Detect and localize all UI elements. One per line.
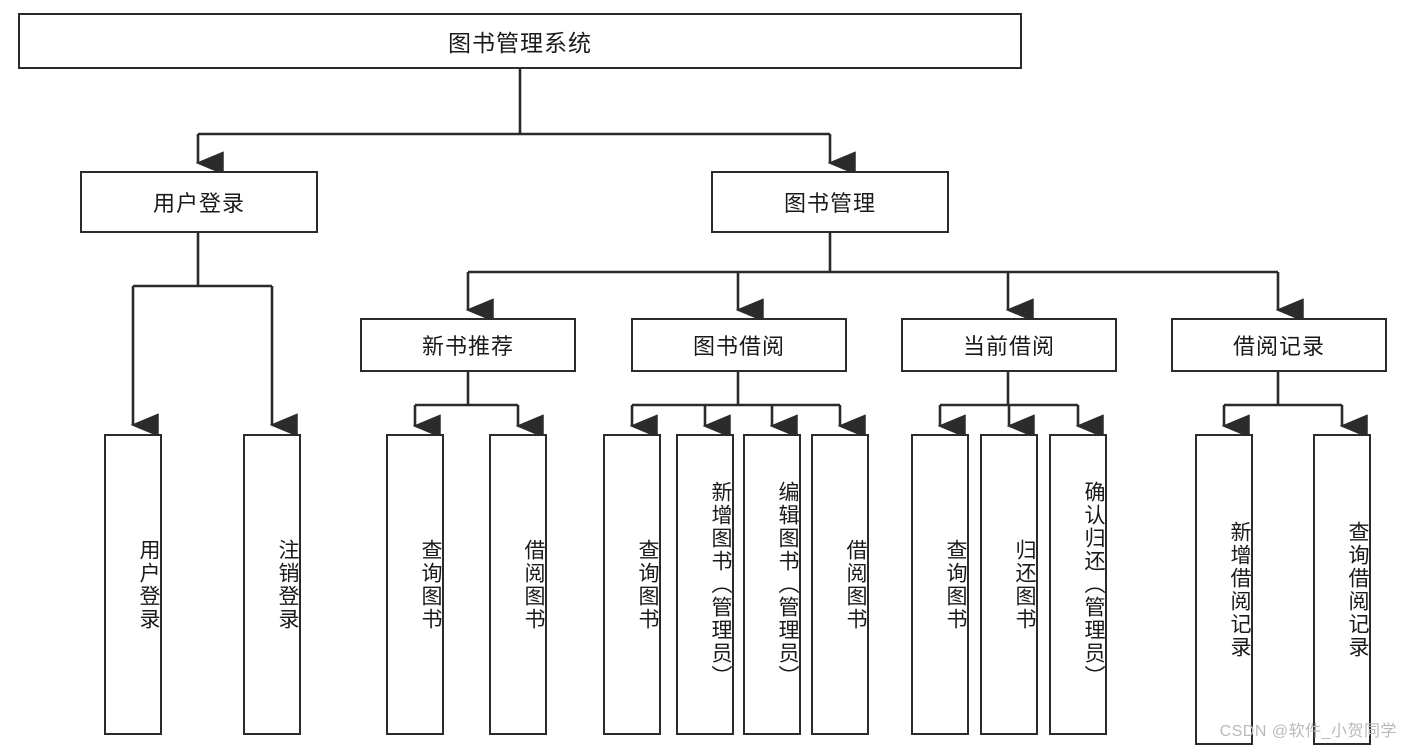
node-label: 用户登录 (137, 538, 160, 631)
node-label: 新增借阅记录 (1228, 520, 1251, 659)
node-leaf-edit-book-admin[interactable]: 编辑图书（管理员） (743, 434, 801, 735)
node-label: 归还图书 (1013, 538, 1036, 631)
node-label: 图书借阅 (692, 334, 785, 359)
node-label: 查询图书 (419, 538, 442, 631)
node-new-book-recommend[interactable]: 新书推荐 (360, 318, 576, 372)
node-label: 借阅图书 (522, 538, 545, 631)
node-leaf-user-login[interactable]: 用户登录 (104, 434, 162, 735)
node-label: 查询图书 (944, 538, 967, 631)
node-label: 新增图书（管理员） (709, 481, 732, 688)
node-leaf-query-borrow-record[interactable]: 查询借阅记录 (1313, 434, 1371, 745)
node-label: 图书管理 (783, 191, 876, 216)
node-leaf-query-book-recommend[interactable]: 查询图书 (386, 434, 444, 735)
node-leaf-logout-login[interactable]: 注销登录 (243, 434, 301, 735)
node-label: 确认归还（管理员） (1082, 481, 1105, 688)
node-current-borrow[interactable]: 当前借阅 (901, 318, 1117, 372)
node-borrow-record[interactable]: 借阅记录 (1171, 318, 1387, 372)
node-label: 注销登录 (276, 538, 299, 631)
node-root-book-management-system[interactable]: 图书管理系统 (18, 13, 1022, 69)
node-book-management[interactable]: 图书管理 (711, 171, 949, 233)
node-label: 图书管理系统 (448, 30, 592, 56)
node-leaf-borrow-book-recommend[interactable]: 借阅图书 (489, 434, 547, 735)
node-leaf-add-borrow-record[interactable]: 新增借阅记录 (1195, 434, 1253, 745)
node-leaf-return-book[interactable]: 归还图书 (980, 434, 1038, 735)
node-label: 借阅图书 (844, 538, 867, 631)
node-leaf-query-book-current[interactable]: 查询图书 (911, 434, 969, 735)
node-label: 查询图书 (636, 538, 659, 631)
node-leaf-query-book-borrow[interactable]: 查询图书 (603, 434, 661, 735)
node-label: 查询借阅记录 (1346, 520, 1369, 659)
node-label: 当前借阅 (962, 334, 1055, 359)
node-label: 编辑图书（管理员） (776, 481, 799, 688)
node-label: 用户登录 (152, 191, 245, 216)
node-book-borrow[interactable]: 图书借阅 (631, 318, 847, 372)
node-leaf-borrow-book[interactable]: 借阅图书 (811, 434, 869, 735)
node-label: 新书推荐 (421, 334, 514, 359)
node-user-login[interactable]: 用户登录 (80, 171, 318, 233)
node-leaf-confirm-return-admin[interactable]: 确认归还（管理员） (1049, 434, 1107, 735)
node-label: 借阅记录 (1232, 334, 1325, 359)
node-leaf-add-book-admin[interactable]: 新增图书（管理员） (676, 434, 734, 735)
